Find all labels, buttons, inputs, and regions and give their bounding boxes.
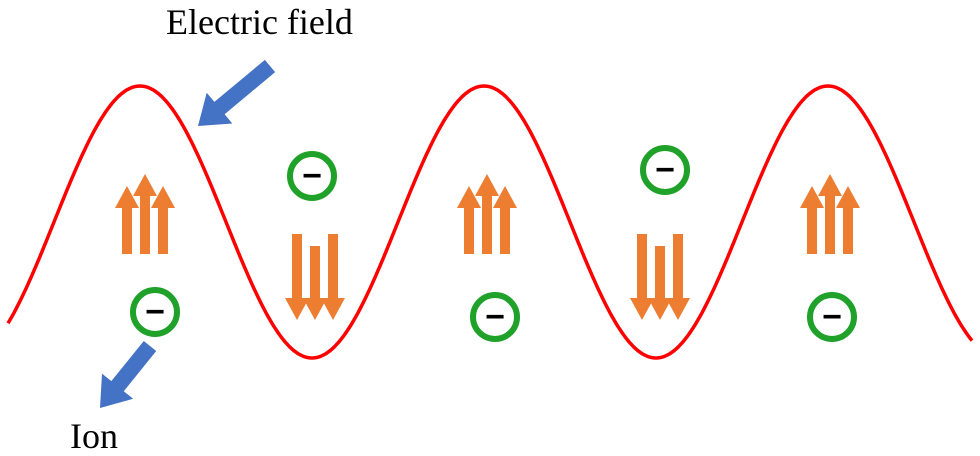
- force-arrow-icon: [818, 174, 842, 254]
- pointer-arrow-icon: [100, 340, 157, 409]
- negative-ion-icon: −: [807, 292, 857, 342]
- negative-ion-icon: −: [470, 292, 520, 342]
- ion-charge-symbol: −: [485, 298, 505, 336]
- force-arrow-icon: [303, 246, 327, 320]
- force-arrow-icon: [285, 234, 309, 320]
- force-arrow-icon: [666, 234, 690, 320]
- force-arrow-group-up: [115, 174, 175, 254]
- ion-label: Ion: [70, 416, 118, 456]
- force-arrow-group-down: [285, 234, 345, 320]
- force-arrows-layer: [115, 174, 860, 320]
- ion-charge-symbol: −: [302, 157, 322, 195]
- force-arrow-icon: [321, 234, 345, 320]
- pointer-arrow-icon: [197, 59, 276, 127]
- force-arrow-icon: [151, 186, 175, 254]
- force-arrow-group-up: [800, 174, 860, 254]
- ion-charge-symbol: −: [145, 293, 165, 331]
- force-arrow-group-up: [457, 174, 517, 254]
- electric-field-wave: [6, 84, 974, 360]
- force-arrow-icon: [133, 174, 157, 254]
- force-arrow-icon: [800, 186, 824, 254]
- ion-charge-symbol: −: [822, 298, 842, 336]
- force-arrow-group-down: [630, 234, 690, 320]
- negative-ion-icon: −: [287, 151, 337, 201]
- force-arrow-icon: [648, 246, 672, 320]
- pointer-arrows-layer: [100, 59, 276, 409]
- force-arrow-icon: [630, 234, 654, 320]
- negative-ion-icon: −: [130, 287, 180, 337]
- force-arrow-icon: [475, 174, 499, 254]
- force-arrow-icon: [115, 186, 139, 254]
- force-arrow-icon: [836, 186, 860, 254]
- ion-charge-symbol: −: [655, 151, 675, 189]
- force-arrow-icon: [493, 186, 517, 254]
- force-arrow-icon: [457, 186, 481, 254]
- ions-layer: − − − − −: [130, 145, 857, 342]
- negative-ion-icon: −: [640, 145, 690, 195]
- electric-field-label: Electric field: [166, 2, 353, 42]
